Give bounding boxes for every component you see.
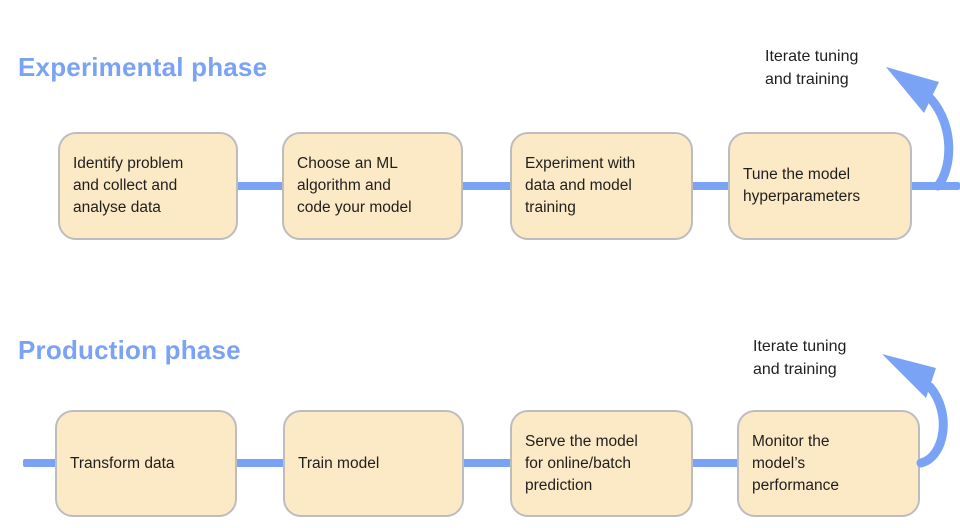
step-label: Transform data <box>70 454 175 472</box>
step-label: Tune the model hyperparameters <box>743 166 861 205</box>
step-box-monitor-performance: Monitor the model’s performance <box>737 410 920 517</box>
iterate-label-production: Iterate tuning and training <box>753 338 847 378</box>
step-box-choose-algorithm: Choose an ML algorithm and code your mod… <box>282 132 463 240</box>
iterate-label-experimental: Iterate tuning and training <box>765 48 859 88</box>
step-label: Experiment with data and model training <box>525 155 636 216</box>
step-label: Serve the model for online/batch predict… <box>525 432 638 494</box>
step-box-transform-data: Transform data <box>55 410 237 517</box>
step-box-tune-hyperparameters: Tune the model hyperparameters <box>728 132 912 240</box>
step-box-identify-problem: Identify problem and collect and analyse… <box>58 132 238 240</box>
phase-title-experimental: Experimental phase <box>18 52 268 82</box>
step-label: Identify problem and collect and analyse… <box>73 155 184 216</box>
step-box-serve-model: Serve the model for online/batch predict… <box>510 410 693 517</box>
step-label: Train model <box>298 454 380 472</box>
step-box-train-model: Train model <box>283 410 464 517</box>
step-label: Monitor the model’s performance <box>752 432 840 494</box>
step-label: Choose an ML algorithm and code your mod… <box>297 155 412 216</box>
phase-title-production: Production phase <box>18 335 241 365</box>
step-box-experiment: Experiment with data and model training <box>510 132 693 240</box>
